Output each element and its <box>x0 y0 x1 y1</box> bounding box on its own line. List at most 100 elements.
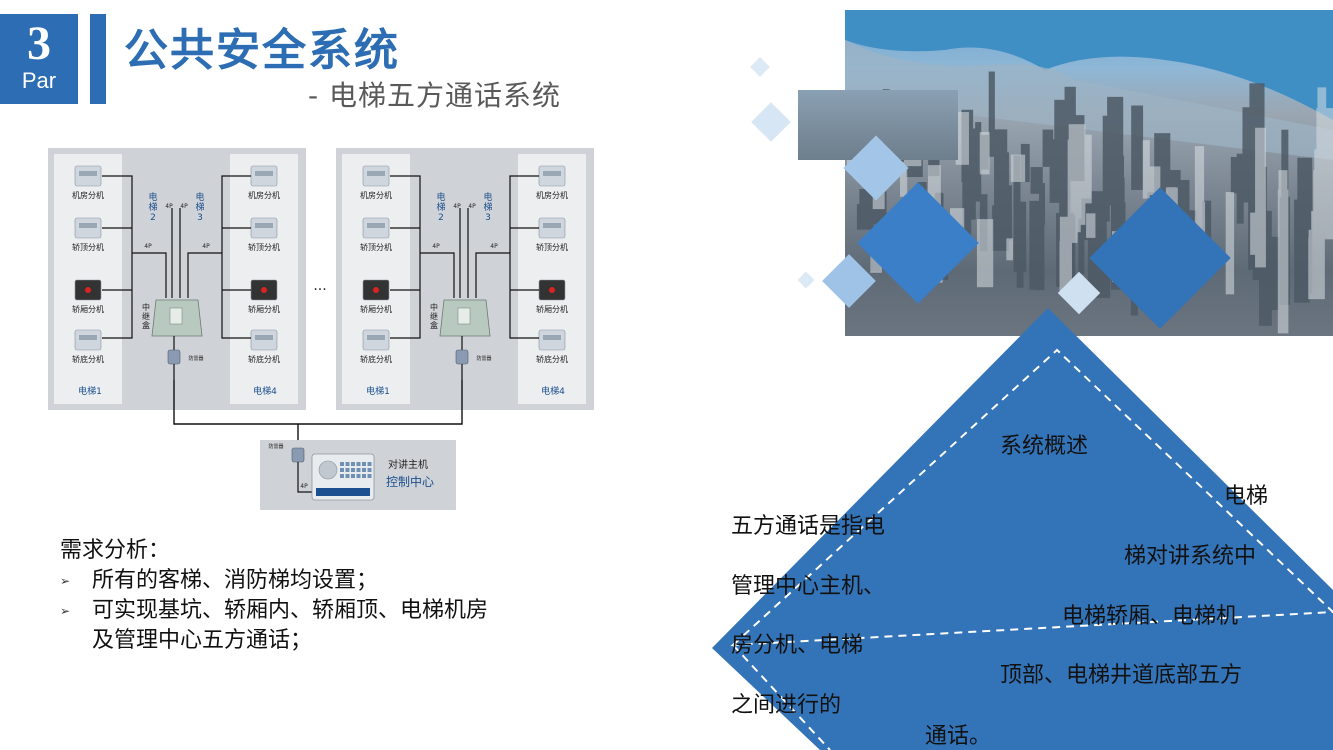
skyline-building <box>1268 236 1279 311</box>
overview-line: 顶部、电梯井道底部五方 <box>1000 663 1243 688</box>
extension-unit-label: 轿顶分机 <box>536 242 568 252</box>
skyline-building <box>1277 189 1289 334</box>
skyline-building <box>988 71 995 157</box>
skyline-building <box>1236 153 1244 224</box>
intercom-speaker-icon <box>318 460 338 480</box>
elevator-label-mid-char: 电 <box>483 191 492 203</box>
extension-unit-label: 机房分机 <box>72 190 104 200</box>
skyline-building <box>1030 167 1043 194</box>
elevator-label: 电梯1 <box>78 385 102 397</box>
host-label: 对讲主机 <box>388 458 428 471</box>
extension-unit-grille-icon <box>367 335 385 340</box>
intercom-keypad-icon <box>316 488 370 496</box>
skyline-building <box>1278 170 1288 236</box>
overview-line: 房分机、电梯 <box>731 633 864 658</box>
control-center-label: 控制中心 <box>386 474 434 489</box>
elevator-label-mid-char: 梯 <box>148 201 157 213</box>
overview-line: 管理中心主机、 <box>731 574 886 599</box>
extension-unit-label: 轿底分机 <box>72 354 104 364</box>
wire <box>297 462 312 493</box>
relay-box-label: 中继盒 <box>430 302 438 330</box>
extension-unit-label: 轿厢分机 <box>360 304 392 314</box>
extension-unit-indicator-icon <box>85 287 91 293</box>
intercom-key-icon <box>340 474 344 478</box>
relay-box-label-char: 盒 <box>430 320 438 330</box>
wire <box>132 252 167 298</box>
elevator-label-mid-char: 电 <box>436 191 445 203</box>
skyline-building <box>962 173 972 251</box>
extension-unit-indicator-icon <box>549 287 555 293</box>
extension-unit-label: 轿厢分机 <box>536 304 568 314</box>
extension-unit-label: 机房分机 <box>536 190 568 200</box>
skyline-building <box>955 112 969 165</box>
skyline-building <box>1084 134 1092 204</box>
elevator-label-mid: 电梯3 <box>195 191 204 223</box>
skyline-building <box>979 132 990 175</box>
extension-unit-grille-icon <box>79 171 97 176</box>
elevator-label-mid-char: 2 <box>438 213 444 223</box>
cable-label: 4P <box>490 243 498 250</box>
elevator-label-mid-char: 2 <box>150 213 156 223</box>
wire <box>171 208 181 298</box>
extension-unit-grille-icon <box>79 335 97 340</box>
relay-box-label-char: 中 <box>142 302 150 312</box>
wire <box>459 208 469 298</box>
extension-unit-label: 轿厢分机 <box>248 304 280 314</box>
skyline-building <box>1142 140 1150 199</box>
elevator-label-mid-char: 3 <box>485 213 491 223</box>
cable-label: 4P <box>165 203 173 210</box>
skyline-building <box>1034 251 1045 291</box>
elevator-column-left <box>342 154 410 404</box>
intercom-key-icon <box>345 474 350 478</box>
cable-label: 4P <box>468 203 476 210</box>
wire <box>102 227 132 291</box>
extension-unit-grille-icon <box>255 171 273 176</box>
skyline-building <box>1194 146 1205 238</box>
section-label: Par <box>21 68 57 93</box>
extension-unit-indicator-icon <box>373 287 379 293</box>
cable-label: 4P <box>453 203 461 210</box>
relay-box-label-char: 盒 <box>142 320 150 330</box>
ellipsis: ... <box>313 278 326 294</box>
intercom-key-icon <box>367 462 372 466</box>
relay-box-label-char: 中 <box>430 302 438 312</box>
extension-unit-label: 轿厢分机 <box>72 304 104 314</box>
skyline-building <box>1020 143 1030 183</box>
section-badge: 3 Par <box>0 14 78 104</box>
elevator-label-mid: 电梯2 <box>436 191 445 223</box>
elevator-label: 电梯1 <box>366 385 390 397</box>
skyline-building <box>1102 115 1110 222</box>
skyline-building <box>1013 155 1021 221</box>
intercom-key-icon <box>345 462 350 466</box>
skyline-building <box>997 152 1009 228</box>
intercom-key-icon <box>367 468 372 472</box>
cable-label: 4P <box>180 203 188 210</box>
skyline-building <box>1078 218 1085 275</box>
overview-line: 五方通话是指电 <box>731 514 886 539</box>
extension-unit-grille-icon <box>255 223 273 228</box>
overview-line: 电梯 <box>1224 484 1269 509</box>
intercom-key-icon <box>367 474 372 478</box>
elevator-label-mid-char: 电 <box>148 191 157 203</box>
cable-label: 4P <box>144 243 152 250</box>
skyline-building <box>975 122 982 202</box>
skyline-building <box>1086 213 1096 238</box>
extension-unit-grille-icon <box>367 171 385 176</box>
elevator-label: 电梯4 <box>541 385 565 397</box>
wire <box>420 252 455 298</box>
intercom-key-icon <box>351 462 355 466</box>
requirement-item: 可实现基坑、轿厢内、轿厢顶、电梯机房 <box>60 596 488 626</box>
extension-unit-label: 轿底分机 <box>536 354 568 364</box>
wire <box>102 175 133 339</box>
intercom-key-icon <box>356 474 361 478</box>
relay-box-label: 中继盒 <box>142 302 150 330</box>
elevator-column-right <box>230 154 298 404</box>
lightning-protector-label: 防雷器 <box>188 355 203 362</box>
wire <box>509 175 539 339</box>
intercom-key-icon <box>362 468 366 472</box>
elevator-label-mid-char: 梯 <box>436 201 445 213</box>
elevator-label-mid: 电梯3 <box>483 191 492 223</box>
